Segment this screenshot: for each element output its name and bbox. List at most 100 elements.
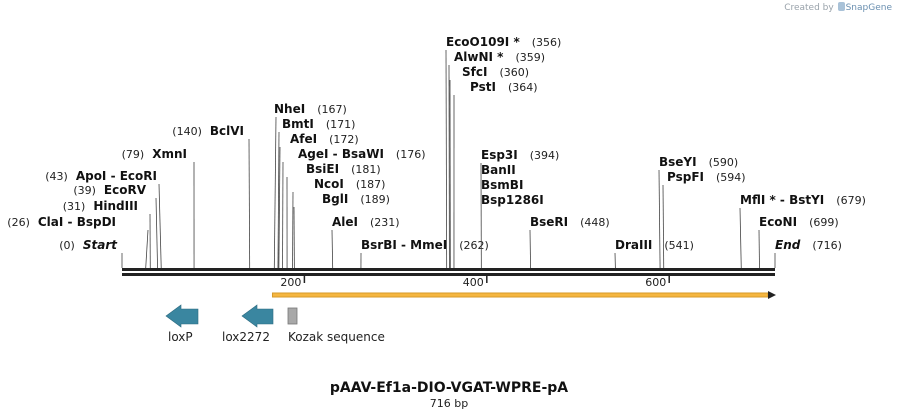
site-position: (541) xyxy=(664,239,694,252)
site-position: (360) xyxy=(499,66,529,79)
site-ncoi: NcoI(187) xyxy=(292,177,386,269)
site-ecoo109i: EcoO109I * (356) xyxy=(445,35,562,269)
site-agei-bsawi: AgeI - BsaWI (176) xyxy=(282,147,426,269)
site-bseyi: BseYI (590) xyxy=(658,155,739,269)
feature-kozak: Kozak sequence xyxy=(287,307,385,344)
site-name: NheI xyxy=(274,102,305,116)
orf-arrowhead xyxy=(768,291,776,299)
credit-brand: SnapGene xyxy=(845,3,892,13)
site-position: (231) xyxy=(370,216,400,229)
site-name: AgeI - BsaWI xyxy=(298,147,384,161)
backbone-top-strand xyxy=(122,268,775,271)
site-connector-line xyxy=(145,229,149,269)
site-name: BseRI xyxy=(530,215,568,229)
site-alwni: AlwNI * (359) xyxy=(448,50,545,269)
site-name: BsrBI - MmeI xyxy=(361,238,447,252)
site-clai-bspdi: ClaI - BspDI (26) xyxy=(7,215,149,269)
site-position: (187) xyxy=(356,178,386,191)
site-bseri: BseRI (448) xyxy=(529,215,610,269)
kozak-label: Kozak sequence xyxy=(288,330,385,344)
site-name: End xyxy=(775,238,801,252)
site-sfci: SfcI(360) xyxy=(449,65,529,269)
site-position: (39) xyxy=(73,184,96,197)
lox2272-label: lox2272 xyxy=(222,330,270,344)
site-name: EcoRV xyxy=(104,183,147,197)
map-subtitle: 716 bp xyxy=(430,397,468,410)
site-position: (679) xyxy=(836,194,866,207)
site-position: (590) xyxy=(709,156,739,169)
feature-loxp: loxP xyxy=(165,304,199,344)
site-position: (189) xyxy=(360,193,390,206)
site-mfli-bstyi: MflI * - BstYI (679) xyxy=(739,193,866,269)
site-start: Start(0) xyxy=(59,238,123,268)
site-connector-line xyxy=(278,146,281,269)
site-name: BseYI xyxy=(659,155,697,169)
sequence-backbone xyxy=(122,268,775,276)
site-position: (594) xyxy=(716,171,746,184)
map-title: pAAV-Ef1a-DIO-VGAT-WPRE-pA xyxy=(330,380,568,396)
site-connector-line xyxy=(739,207,742,269)
site-name: BglI xyxy=(322,192,348,206)
site-ecorv: EcoRV (39) xyxy=(73,183,158,269)
site-bgli: BglI (189) xyxy=(293,192,390,269)
site-xmni: XmnI(79) xyxy=(122,147,195,269)
site-position: (0) xyxy=(59,239,75,252)
site-name: AleI xyxy=(332,215,358,229)
site-position: (262) xyxy=(459,239,489,252)
lox2272-arrow-icon xyxy=(241,304,274,328)
site-position: (359) xyxy=(515,51,545,64)
site-esp3i: Esp3I (394) xyxy=(480,148,560,269)
site-bsp1286i: Bsp1286I xyxy=(481,193,544,207)
site-position: (43) xyxy=(45,170,68,183)
site-name: MflI * - BstYI xyxy=(740,193,824,207)
snapgene-logo-icon xyxy=(837,2,845,11)
site-connector-line xyxy=(529,229,531,269)
site-connector-line xyxy=(445,49,448,269)
site-name: AlwNI * xyxy=(454,50,504,64)
site-afei: AfeI (172) xyxy=(278,132,359,269)
site-position: (176) xyxy=(396,148,426,161)
site-draiii: DraIII(541) xyxy=(614,238,694,269)
site-position: (79) xyxy=(122,148,145,161)
orf-bar xyxy=(271,292,769,298)
site-name: ClaI - BspDI xyxy=(38,215,116,229)
site-position: (171) xyxy=(326,118,356,131)
credit-prefix: Created by xyxy=(784,3,834,13)
site-name: PstI xyxy=(470,80,496,94)
site-position: (140) xyxy=(172,125,202,138)
site-position: (167) xyxy=(317,103,347,116)
site-position: (394) xyxy=(530,149,560,162)
site-name: BmtI xyxy=(282,117,314,131)
orf-arrow xyxy=(271,291,776,299)
site-name: BclVI xyxy=(210,124,244,138)
site-name: Bsp1286I xyxy=(481,193,544,207)
site-name: EcoO109I * xyxy=(446,35,520,49)
loxp-label: loxP xyxy=(168,330,193,344)
site-name: AfeI xyxy=(290,132,317,146)
site-position: (26) xyxy=(7,216,30,229)
site-position: (356) xyxy=(532,36,562,49)
site-alei: AleI (231) xyxy=(331,215,400,269)
site-nhei: NheI (167) xyxy=(273,102,347,269)
site-name: ApoI - EcoRI xyxy=(76,169,157,183)
site-position: (181) xyxy=(351,163,381,176)
site-name: Esp3I xyxy=(481,148,518,162)
site-end: End (716) xyxy=(774,238,842,268)
site-connector-line xyxy=(662,184,665,269)
feature-lox2272: lox2272 xyxy=(222,304,274,344)
ruler-tick-label: 200 xyxy=(280,276,301,289)
kozak-box-icon xyxy=(287,307,298,325)
site-connector-line xyxy=(158,183,162,269)
site-position: (448) xyxy=(580,216,610,229)
site-position: (172) xyxy=(329,133,359,146)
site-connector-line xyxy=(248,138,251,269)
site-psti: PstI(364) xyxy=(453,80,538,269)
site-banii: BanII xyxy=(481,163,516,177)
ruler-tick-label: 400 xyxy=(463,276,484,289)
site-name: BsiEI xyxy=(306,162,339,176)
site-position: (716) xyxy=(812,239,842,252)
site-name: BsmBI xyxy=(481,178,523,192)
credit-watermark: Created by SnapGene xyxy=(784,2,892,13)
restriction-sites: Start(0)ClaI - BspDI(26)HindIII(31)EcoRV… xyxy=(7,35,866,269)
